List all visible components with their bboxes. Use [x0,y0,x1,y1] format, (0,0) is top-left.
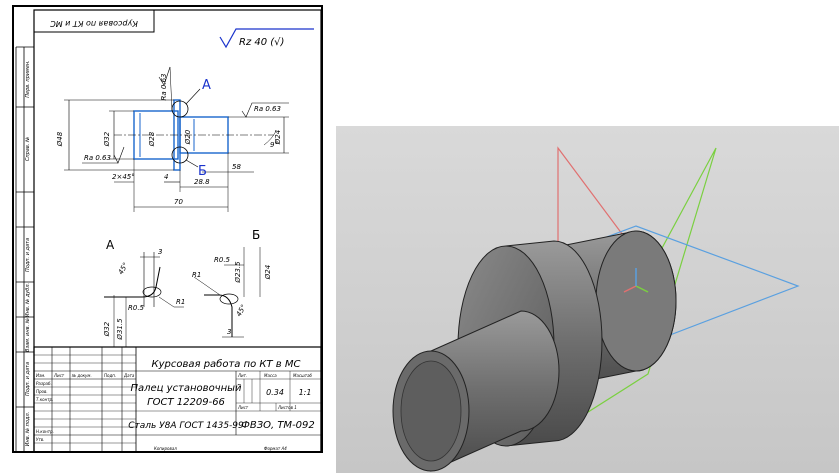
axis-triad [623,268,649,293]
detail-a: А 3 45° R1 R0.5 Ø32 Ø31.5 [103,238,185,347]
tb-material: Сталь У8А ГОСТ 1435-99 [128,421,244,431]
dim-angle9: 9° [270,141,278,149]
tb-sheet: Лист [237,405,249,410]
tb-course: Курсовая работа по КТ в МС [152,358,301,370]
drawing-canvas: Курсовая по КТ и МС Перв. примен. Справ.… [15,9,322,453]
side-label-3: Инв. № дубл. [25,283,31,317]
detail-b-r1: R1 [192,271,201,279]
side-label-4: Взам. инв. № [25,318,31,352]
main-view: А Б Ø48 Ø32 Ø28 Ø20 Ø24 Ra 0.63 Ra 0.63 … [56,66,289,212]
tb-role-3: Н.контр. [36,429,54,434]
detail-a-angle: 45° [117,261,130,276]
tb-role-4: Утв. [36,437,44,442]
dim-len70: 70 [174,198,183,206]
tb-copied: Копировал [154,446,177,451]
dim-d32: Ø32 [103,131,111,147]
dim-d20: Ø20 [184,129,192,145]
tb-sheets: Листов 1 [277,405,297,410]
dim-len4: 4 [164,173,168,181]
tb-mass: 0.34 [266,388,284,397]
roughness-symbol [219,28,314,49]
dim-d24: Ø24 [274,130,282,145]
left-shank [392,310,560,472]
roughness-text: Rz 40 (√) [239,37,284,48]
tb-format: Формат А4 [264,446,287,451]
tb-col-4: Дата [123,373,135,378]
model-canvas[interactable] [336,126,839,473]
tb-col-3: Подп. [104,373,116,378]
detail-a-title: А [106,238,115,252]
detail-b-title: Б [252,228,260,242]
detail-b-d235: Ø23.5 [234,261,242,284]
side-label-6: Инв. № подл. [25,412,31,447]
tb-org: ФВЗО, ТМ-092 [241,420,315,431]
detail-b-dim3: 3 [227,328,231,336]
title-block: Курсовая работа по КТ в МС Палец установ… [33,346,322,453]
detail-b-angle: 45° [235,303,248,318]
dim-ra-top: Ra 0.63 [160,74,168,101]
tb-scale-label: Масштаб [293,373,313,378]
dim-len58: 58 [232,163,241,171]
dim-ra-right: Ra 0.63 [254,105,281,113]
detail-a-r05: R0.5 [128,304,145,312]
detail-a-d32: Ø32 [103,321,111,337]
callout-b-label: Б [198,164,207,179]
dim-len28: 28.8 [194,178,210,186]
tb-standard: ГОСТ 12209-66 [147,397,225,408]
tb-role-1: Пров. [36,389,48,394]
side-label-1: Справ. № [25,137,31,161]
stamp-text: Курсовая по КТ и МС [50,19,138,28]
detail-a-dim3: 3 [158,248,162,256]
side-label-2: Подп. и дата [25,238,31,272]
tb-mass-label: Масса [264,373,277,378]
tb-col-0: Изм. [36,373,45,378]
callout-b-circle [171,146,189,164]
detail-a-r1: R1 [176,298,185,306]
detail-b-d24: Ø24 [264,265,272,280]
detail-a-d315: Ø31.5 [116,318,124,341]
tb-col-2: № докум. [71,373,92,378]
dim-d48: Ø48 [56,131,64,147]
detail-b-r05: R0.5 [214,256,231,264]
dim-d28: Ø28 [148,131,156,147]
detail-b: Б R0.5 R1 Ø23.5 Ø24 45° 3 [192,228,272,338]
drawing-sheet: Курсовая по КТ и МС Перв. примен. Справ.… [12,5,323,453]
dim-ra-left: Ra 0.63 [84,154,111,162]
tb-role-2: Т.контр. [36,397,53,402]
tb-lit: Лит. [237,373,247,378]
tb-scale: 1:1 [299,388,312,397]
stamp-box [33,9,155,33]
tb-col-1: Лист [53,373,65,378]
model-viewport[interactable] [336,126,839,473]
side-label-5: Подп. и дата [25,362,31,396]
dim-chamfer: 2×45° [112,173,135,181]
side-label-0: Перв. примен. [25,60,31,98]
callout-a-label: А [202,78,211,93]
tb-part-name: Палец установочный [130,383,242,394]
tb-role-0: Разраб. [36,381,52,386]
